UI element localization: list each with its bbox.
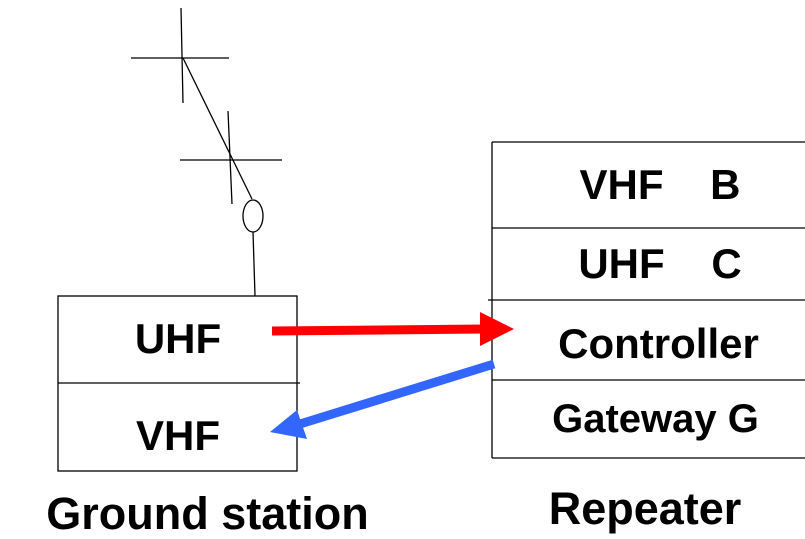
repeater-gateway-label: Gateway G [552,397,759,441]
uplink-arrow [271,312,514,346]
ground-station-box [57,295,300,472]
downlink-arrow [270,359,496,439]
repeater-uhf-c-label: UHF C [578,240,742,287]
repeater-box [488,141,805,459]
ground-station-title: Ground station [46,488,369,539]
repeater-title: Repeater [548,483,742,534]
antenna-icon [131,7,282,297]
ground-uhf-label: UHF [134,315,222,362]
ground-vhf-label: VHF [136,412,220,459]
repeater-vhf-b-label: VHF B [579,161,741,208]
repeater-controller-label: Controller [558,320,759,367]
